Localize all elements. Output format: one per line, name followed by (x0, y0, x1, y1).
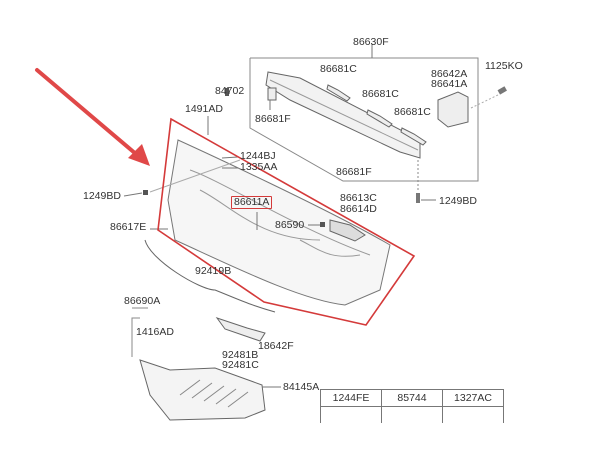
part-label[interactable]: 86642A (431, 68, 468, 80)
part-label[interactable]: 86681C (320, 63, 357, 75)
part-label[interactable]: 1244BJ (240, 150, 276, 162)
part-label[interactable]: 86630F (353, 36, 389, 48)
part-label[interactable]: 86614D (340, 203, 377, 215)
part-label[interactable]: 1416AD (136, 326, 174, 338)
table-header[interactable]: 1327AC (442, 389, 504, 407)
part-label[interactable]: 86690A (124, 295, 161, 307)
part-label[interactable]: 92481B (222, 349, 259, 361)
part-label[interactable]: 86681F (255, 113, 291, 125)
part-label[interactable]: 84145A (283, 381, 320, 393)
table-header[interactable]: 1244FE (320, 389, 382, 407)
wiring-harness (144, 239, 276, 313)
part-label[interactable]: 84702 (215, 85, 245, 97)
reinforcement-group-box (249, 57, 479, 182)
highlighted-part-label[interactable]: 86611A (231, 196, 273, 209)
part-label[interactable]: 86641A (431, 78, 468, 90)
part-label[interactable]: 86681F (336, 166, 372, 178)
part-label[interactable]: 86617E (110, 221, 147, 233)
highlight-outline (157, 117, 416, 326)
table-header[interactable]: 85744 (381, 389, 443, 407)
table-cell (320, 406, 382, 423)
part-label[interactable]: 1125KO (485, 60, 523, 72)
part-label[interactable]: 92419B (195, 265, 232, 277)
part-label[interactable]: 86681C (394, 106, 431, 118)
part-label[interactable]: 86613C (340, 192, 377, 204)
table-cell (381, 406, 443, 423)
pointer-arrow-icon (35, 68, 150, 166)
part-label[interactable]: 86681C (362, 88, 399, 100)
fastener-table: 1244FE 85744 1327AC (320, 389, 504, 423)
part-label[interactable]: 1249BD (439, 195, 477, 207)
part-label[interactable]: 1249BD (83, 190, 121, 202)
reflector (215, 317, 266, 342)
part-label[interactable]: 1491AD (185, 103, 223, 115)
part-label[interactable]: 92481C (222, 359, 259, 371)
table-cell (442, 406, 504, 423)
part-label[interactable]: 1335AA (240, 161, 278, 173)
part-label[interactable]: 18642F (258, 340, 294, 352)
part-label[interactable]: 86590 (275, 219, 305, 231)
